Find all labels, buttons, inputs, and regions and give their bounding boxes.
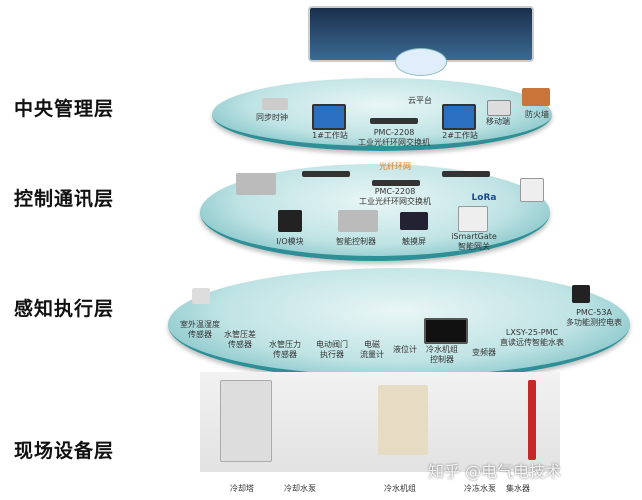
- label-s7: 变频器: [472, 348, 496, 357]
- ring-label: 光纤环网: [379, 162, 411, 171]
- gateway-icon: [458, 206, 488, 232]
- label-f1: 冷却水泵: [284, 484, 316, 493]
- label-f0: 冷却塔: [230, 484, 254, 493]
- layer-title-field: 现场设备层: [14, 440, 115, 462]
- meter-icon: [572, 285, 590, 303]
- label-firewall: 防火墙: [525, 110, 549, 119]
- label-touch: 触摸屏: [402, 237, 426, 246]
- label-s6: 冷水机组 控制器: [426, 345, 458, 364]
- plc-icon: [236, 173, 276, 195]
- label-s4: 电磁 流量计: [360, 340, 384, 359]
- label-controller: 智能控制器: [336, 237, 376, 246]
- label-switch-ctrl: PMC-2208 工业光纤环网交换机: [359, 187, 431, 206]
- lora-gateway-icon: [520, 178, 544, 202]
- label-s1: 水管压差 传感器: [224, 330, 256, 349]
- chiller-icon: [378, 385, 428, 455]
- collector-icon: [528, 380, 536, 460]
- firewall-icon: [522, 88, 550, 106]
- label-s3: 电动阀门 执行器: [316, 340, 348, 359]
- layer-title-control: 控制通讯层: [14, 188, 115, 210]
- touchscreen-icon: [400, 212, 428, 230]
- watermark: 知乎 @电气电技术: [428, 462, 562, 481]
- cooling-tower-icon: [220, 380, 272, 462]
- label-s5: 液位计: [393, 345, 417, 354]
- ring-switch-right: [442, 171, 490, 177]
- label-ws2: 2#工作站: [442, 131, 478, 140]
- io-module-icon: [278, 210, 302, 232]
- ring-switch-left: [302, 171, 350, 177]
- label-clock: 同步时钟: [256, 113, 288, 122]
- label-f4: 集水器: [506, 484, 530, 493]
- workstation-2-icon: [442, 104, 476, 130]
- label-ws1: 1#工作站: [312, 131, 348, 140]
- label-gateway: iSmartGate 智能网关: [451, 232, 497, 251]
- cloud-icon: [395, 48, 447, 76]
- label-mobile: 移动端: [486, 117, 510, 126]
- label-s0: 室外温湿度 传感器: [180, 320, 220, 339]
- temp-sensor-icon: [192, 288, 210, 304]
- label-switch-top: PMC-2208 工业光纤环网交换机: [358, 128, 430, 147]
- switch-icon: [370, 118, 418, 124]
- chiller-controller-icon: [424, 318, 468, 344]
- label-f3: 冷冻水泵: [464, 484, 496, 493]
- sensing-disc: [168, 268, 630, 381]
- lora-label: LoRa: [471, 193, 497, 203]
- ring-switch-center: [372, 180, 420, 186]
- label-s9: PMC-53A 多功能测控电表: [566, 308, 622, 327]
- label-s2: 水管压力 传感器: [269, 340, 301, 359]
- label-f2: 冷水机组: [384, 484, 416, 493]
- label-io: I/O模块: [276, 237, 304, 246]
- layer-title-management: 中央管理层: [14, 98, 115, 120]
- controller-icon: [338, 210, 378, 232]
- label-s8: LXSY-25-PMC 直读远传智能水表: [500, 328, 564, 347]
- mobile-icon: [487, 100, 511, 116]
- clock-icon: [262, 98, 288, 110]
- cloud-label: 云平台: [408, 96, 432, 105]
- workstation-1-icon: [312, 104, 346, 130]
- layer-title-sensing: 感知执行层: [14, 298, 115, 320]
